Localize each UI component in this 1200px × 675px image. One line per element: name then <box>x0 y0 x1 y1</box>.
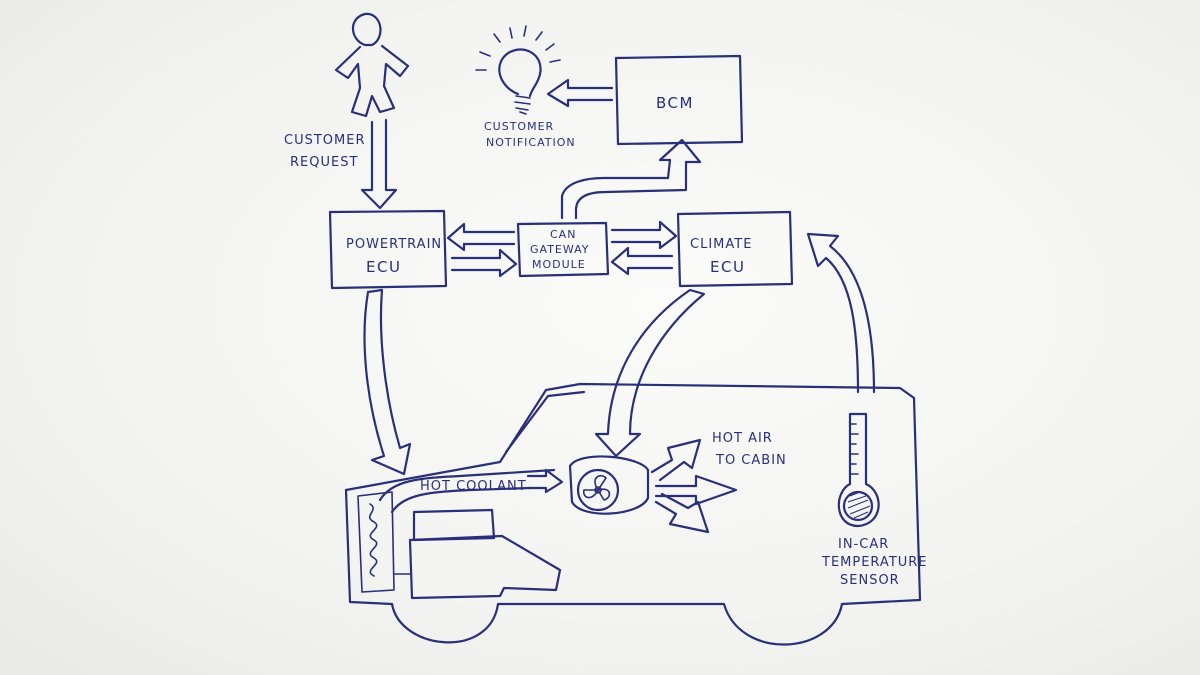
label-sensor-line1: IN-CAR <box>838 537 889 552</box>
label-hot-coolant: HOT COOLANT <box>420 479 527 494</box>
car-outline <box>344 382 922 646</box>
hot-coolant-pipe <box>378 468 564 514</box>
person-icon <box>334 12 410 118</box>
arrow-gateway-to-powertrain <box>446 222 516 252</box>
thermometer-icon <box>837 412 880 528</box>
fan-icon <box>568 455 650 515</box>
arrow-customer-to-powertrain <box>360 118 398 210</box>
label-sensor-line3: SENSOR <box>840 573 900 588</box>
engine-block <box>393 508 562 600</box>
can-gateway-box <box>516 221 610 278</box>
label-gateway-line2: GATEWAY <box>530 243 590 256</box>
label-powertrain-line1: POWERTRAIN <box>346 237 442 252</box>
label-hot-air-line1: HOT AIR <box>712 431 773 446</box>
arrow-powertrain-to-gateway <box>450 248 518 278</box>
light-bulb-icon <box>475 25 561 115</box>
label-climate-line1: CLIMATE <box>690 237 752 252</box>
hot-air-arrows <box>650 438 738 534</box>
climate-ecu-box <box>676 210 794 288</box>
arrow-bcm-to-bulb <box>546 78 614 108</box>
label-customer-notification-line2: NOTIFICATION <box>486 136 576 149</box>
arrow-gateway-to-climate <box>610 220 678 250</box>
label-sensor-line2: TEMPERATURE <box>821 555 928 570</box>
arrow-gateway-to-bcm <box>560 138 702 220</box>
label-powertrain-line2: ECU <box>366 258 401 276</box>
arrow-powertrain-to-engine <box>363 288 412 476</box>
arrow-sensor-to-climate <box>806 232 876 394</box>
label-climate-line2: ECU <box>710 258 745 276</box>
label-bcm: BCM <box>656 94 694 112</box>
label-gateway-line1: CAN <box>550 228 576 241</box>
label-hot-air-line2: TO CABIN <box>715 453 787 468</box>
label-gateway-line3: MODULE <box>532 258 586 271</box>
arrow-climate-to-gateway <box>610 246 674 276</box>
label-customer-request-line1: CUSTOMER <box>284 133 365 148</box>
label-customer-notification-line1: CUSTOMER <box>484 120 554 133</box>
arrow-climate-to-blower <box>594 288 706 458</box>
label-customer-request-line2: REQUEST <box>290 155 358 170</box>
powertrain-ecu-box <box>328 209 448 290</box>
bcm-box <box>614 54 744 146</box>
